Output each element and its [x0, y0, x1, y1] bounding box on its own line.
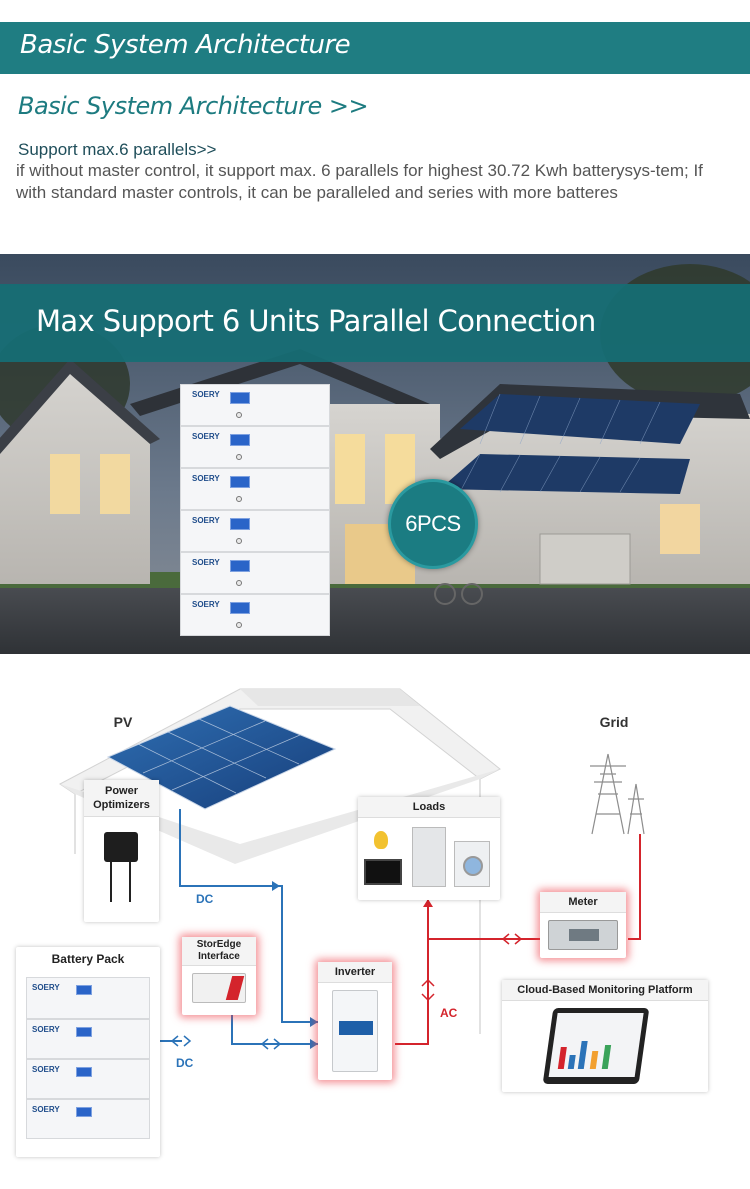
dc-top-label: DC [196, 892, 214, 906]
battery-button-icon [236, 622, 242, 628]
inverter-display-icon [339, 1021, 373, 1035]
battery-screen [76, 985, 92, 995]
battery-module [26, 1059, 150, 1099]
ac-label: AC [440, 1006, 458, 1020]
battery-button-icon [236, 454, 242, 460]
fridge-icon [412, 827, 446, 887]
battery-module [180, 510, 330, 552]
solar-panel-array [106, 705, 337, 810]
battery-pack-card: Battery Pack SOERY SOERY SOERY SOERY [16, 947, 160, 1157]
battery-pack-stack: SOERY SOERY SOERY SOERY [26, 977, 150, 1147]
storedge-red-stripe [225, 976, 245, 1000]
lightbulb-icon [374, 831, 388, 849]
battery-screen [230, 476, 250, 488]
battery-module [180, 552, 330, 594]
battery-brand: SOERY [192, 558, 220, 567]
battery-screen [230, 392, 250, 404]
battery-button-icon [236, 538, 242, 544]
battery-module [26, 1099, 150, 1139]
battery-module [26, 1019, 150, 1059]
battery-brand: SOERY [32, 983, 60, 992]
house-photo: SOERY SOERY SOERY SOERY SOERY SOERY Max … [0, 254, 750, 654]
battery-brand: SOERY [192, 390, 220, 399]
paragraph-body: if without master control, it support ma… [16, 161, 703, 202]
battery-brand: SOERY [32, 1105, 60, 1114]
battery-screen [230, 560, 250, 572]
grid-label: Grid [599, 714, 629, 730]
battery-screen [76, 1107, 92, 1117]
battery-brand: SOERY [192, 474, 220, 483]
battery-module [180, 384, 330, 426]
chart-bar-icon [567, 1055, 576, 1069]
loads-title: Loads [358, 797, 500, 818]
chart-bar-icon [557, 1047, 567, 1069]
chart-bar-icon [577, 1041, 588, 1069]
battery-module [180, 468, 330, 510]
battery-button-icon [236, 496, 242, 502]
battery-screen [76, 1027, 92, 1037]
cloud-platform-title: Cloud-Based Monitoring Platform [502, 980, 708, 1001]
meter-display-icon [569, 929, 599, 941]
inverter-title: Inverter [318, 962, 392, 983]
battery-pack-title: Battery Pack [36, 949, 140, 969]
loads-card: Loads [358, 797, 500, 900]
washer-door-icon [463, 856, 483, 876]
storedge-interface-title: StorEdge Interface [182, 937, 256, 966]
photo-banner-title: Max Support 6 Units Parallel Connection [36, 304, 596, 338]
battery-module [180, 594, 330, 636]
tv-icon [364, 859, 402, 885]
photo-banner: Max Support 6 Units Parallel Connection [0, 284, 750, 362]
meter-icon [548, 920, 618, 950]
pcs-badge: 6PCS [388, 479, 478, 569]
battery-brand: SOERY [192, 432, 220, 441]
optimizer-cable-icon [110, 862, 112, 902]
pv-label: PV [113, 714, 133, 730]
power-optimizers-card: Power Optimizers [84, 780, 159, 922]
battery-brand: SOERY [32, 1065, 60, 1074]
battery-screen [230, 434, 250, 446]
battery-brand: SOERY [32, 1025, 60, 1034]
grid-tower-icon [590, 753, 645, 835]
battery-module [26, 977, 150, 1019]
chart-bar-icon [589, 1051, 599, 1069]
banner-title: Basic System Architecture [20, 30, 351, 60]
battery-button-icon [236, 412, 242, 418]
optimizer-cable-icon [129, 862, 131, 902]
system-diagram: PV Grid DC DC AC Power Optimizers Loads … [0, 654, 750, 1189]
meter-card: Meter [540, 892, 626, 958]
inverter-device-icon [332, 990, 378, 1072]
cloud-platform-card: Cloud-Based Monitoring Platform [502, 980, 708, 1092]
storedge-device-icon [192, 973, 246, 1003]
paragraph-heading: Support max.6 parallels>> [18, 140, 217, 159]
battery-brand: SOERY [192, 516, 220, 525]
battery-screen [230, 602, 250, 614]
dc-bottom-label: DC [176, 1056, 194, 1070]
battery-screen [76, 1067, 92, 1077]
monitoring-tablet-icon [542, 1008, 650, 1084]
chart-bar-icon [601, 1045, 612, 1069]
meter-title: Meter [540, 892, 626, 913]
battery-screen [230, 518, 250, 530]
storedge-interface-card: StorEdge Interface [182, 937, 256, 1015]
washer-icon [454, 841, 490, 887]
section-title: Basic System Architecture >> [18, 92, 369, 120]
monitoring-screen-icon [548, 1013, 644, 1077]
battery-button-icon [236, 580, 242, 586]
top-banner: Basic System Architecture [0, 22, 750, 74]
battery-module [180, 426, 330, 468]
power-optimizers-title: Power Optimizers [84, 780, 159, 817]
optimizer-icon [104, 832, 138, 862]
inverter-card: Inverter [318, 962, 392, 1080]
battery-tower: SOERY SOERY SOERY SOERY SOERY SOERY [180, 384, 330, 636]
battery-brand: SOERY [192, 600, 220, 609]
